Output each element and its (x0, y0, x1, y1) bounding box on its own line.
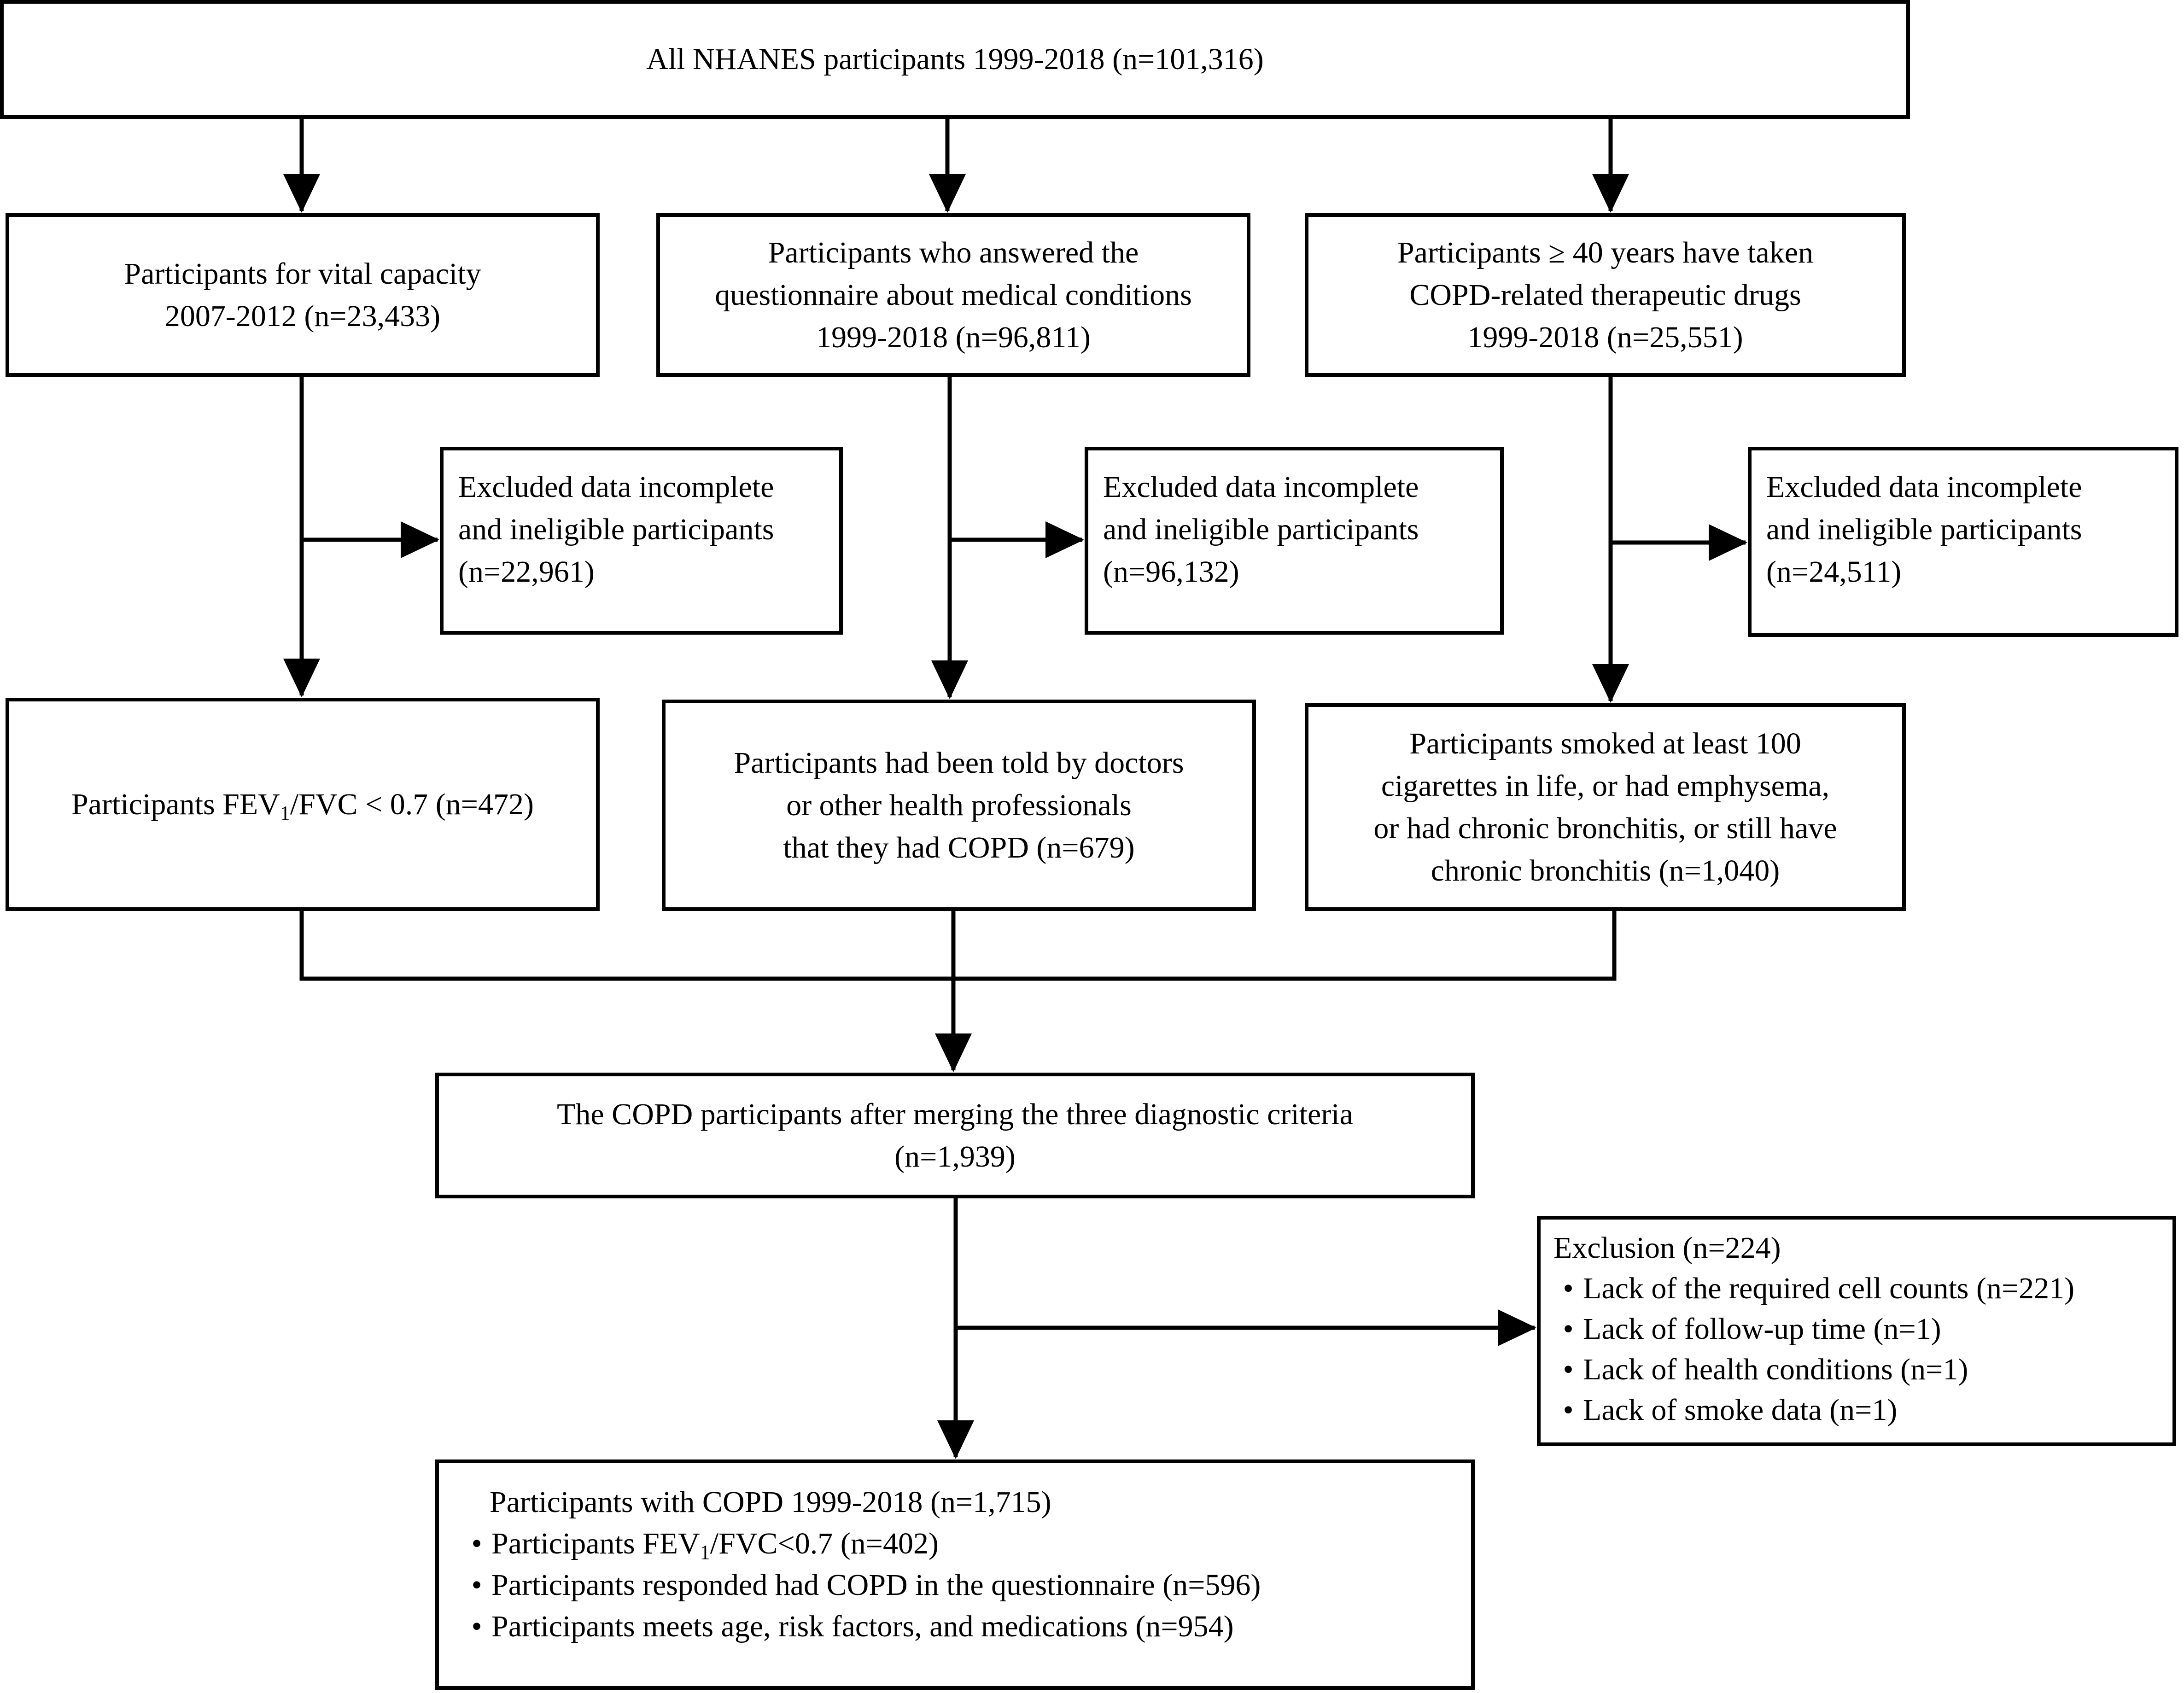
exclusion-box: Exclusion (n=224) Lack of the required c… (1537, 1216, 2176, 1446)
doctor-told-copd-box: Participants had been told by doctors or… (662, 700, 1256, 911)
final-item-questionnaire: Participants responded had COPD in the q… (462, 1565, 1462, 1606)
vital-capacity-line: 2007-2012 (n=23,433) (164, 299, 441, 333)
doctor-told-line: or other health professionals (786, 788, 1132, 822)
excluded-box-drugs: Excluded data incomplete and ineligible … (1748, 447, 2178, 637)
smoking-line: cigarettes in life, or had emphysema, (1381, 769, 1830, 803)
exclusion-item: Lack of the required cell counts (n=221) (1553, 1268, 2168, 1309)
smoking-line: chronic bronchitis (n=1,040) (1431, 853, 1780, 887)
smoking-line: Participants smoked at least 100 (1409, 726, 1801, 760)
final-list: Participants FEV1/FVC<0.7 (n=402) Partic… (462, 1523, 1462, 1647)
drugs-line: COPD-related therapeutic drugs (1409, 278, 1801, 312)
merge-bracket (299, 911, 1617, 981)
smoking-emphysema-box: Participants smoked at least 100 cigaret… (1305, 703, 1906, 911)
doctor-told-line: that they had COPD (n=679) (783, 830, 1135, 864)
drugs-box: Participants ≥ 40 years have taken COPD-… (1305, 213, 1906, 377)
excluded-line: and ineligible participants (1103, 513, 1419, 546)
merged-line: (n=1,939) (894, 1139, 1016, 1173)
exclusion-title: Exclusion (n=224) (1553, 1231, 1781, 1265)
all-participants-text: All NHANES participants 1999-2018 (n=101… (646, 42, 1264, 76)
vital-capacity-line: Participants for vital capacity (124, 257, 481, 291)
questionnaire-line: 1999-2018 (n=96,811) (816, 320, 1091, 354)
merged-copd-box: The COPD participants after merging the … (435, 1073, 1475, 1198)
questionnaire-line: questionnaire about medical conditions (715, 278, 1192, 312)
excluded-line: (n=96,132) (1103, 555, 1239, 589)
doctor-told-line: Participants had been told by doctors (734, 746, 1184, 780)
final-item-spirometry: Participants FEV1/FVC<0.7 (n=402) (462, 1523, 1462, 1565)
questionnaire-box: Participants who answered the questionna… (656, 213, 1250, 377)
questionnaire-line: Participants who answered the (768, 235, 1139, 269)
fev-fvc-result-text: Participants FEV1/FVC < 0.7 (n=472) (71, 787, 534, 824)
final-title: Participants with COPD 1999-2018 (n=1,71… (490, 1485, 1051, 1519)
excluded-box-vital: Excluded data incomplete and ineligible … (440, 447, 843, 635)
merged-line: The COPD participants after merging the … (557, 1097, 1353, 1131)
excluded-line: Excluded data incomplete (1766, 470, 2082, 504)
all-participants-box: All NHANES participants 1999-2018 (n=101… (0, 0, 1910, 119)
drugs-line: 1999-2018 (n=25,551) (1467, 320, 1743, 354)
final-item-medication: Participants meets age, risk factors, an… (462, 1606, 1462, 1647)
final-copd-box: Participants with COPD 1999-2018 (n=1,71… (435, 1459, 1475, 1690)
exclusion-list: Lack of the required cell counts (n=221)… (1553, 1268, 2168, 1430)
drugs-line: Participants ≥ 40 years have taken (1397, 235, 1814, 269)
excluded-line: Excluded data incomplete (1103, 470, 1419, 504)
excluded-line: (n=22,961) (458, 555, 595, 589)
exclusion-item: Lack of smoke data (n=1) (1553, 1390, 2168, 1430)
excluded-line: and ineligible participants (458, 513, 774, 546)
vital-capacity-box: Participants for vital capacity 2007-201… (6, 213, 600, 377)
excluded-line: (n=24,511) (1766, 555, 1902, 589)
exclusion-item: Lack of follow-up time (n=1) (1553, 1309, 2168, 1349)
excluded-line: Excluded data incomplete (458, 470, 774, 504)
exclusion-item: Lack of health conditions (n=1) (1553, 1349, 2168, 1390)
smoking-line: or had chronic bronchitis, or still have (1373, 811, 1837, 845)
fev-fvc-result-box: Participants FEV1/FVC < 0.7 (n=472) (6, 698, 600, 911)
excluded-box-questionnaire: Excluded data incomplete and ineligible … (1085, 447, 1504, 635)
excluded-line: and ineligible participants (1766, 513, 2082, 546)
